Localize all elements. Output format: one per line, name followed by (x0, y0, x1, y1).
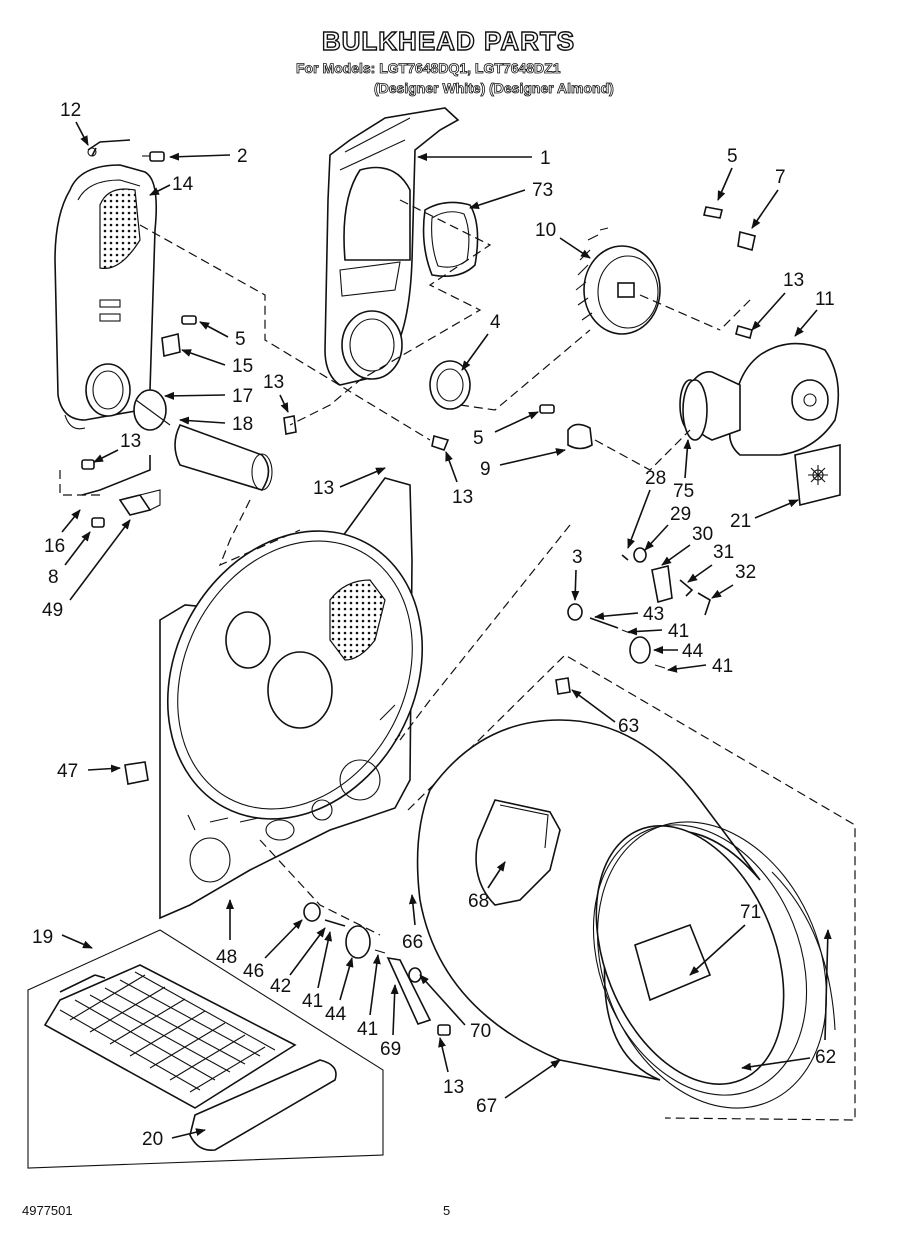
callout-31: 31 (713, 542, 734, 563)
bulkhead-plate-part-1 (324, 107, 460, 386)
callout-5-left: 5 (235, 329, 246, 350)
screw-part-13-center (431, 434, 450, 451)
callout-2: 2 (237, 146, 248, 167)
callout-21: 21 (730, 511, 751, 532)
callout-18: 18 (232, 414, 253, 435)
clip-part-7 (737, 230, 756, 252)
ring-part-4 (429, 360, 471, 410)
callout-30: 30 (692, 524, 713, 545)
shroud-part-14 (54, 164, 158, 430)
models-line: For Models: LGT7648DQ1, LGT7648DZ1 (296, 60, 561, 77)
callout-47: 47 (57, 761, 78, 782)
heater-duct-part-18 (174, 424, 273, 491)
screw-part-8 (91, 517, 105, 528)
roller-parts-bottom (303, 902, 451, 1036)
callout-41-b: 41 (712, 656, 733, 677)
callout-41-c: 41 (302, 991, 323, 1012)
callout-28: 28 (645, 468, 666, 489)
callout-19: 19 (32, 927, 53, 948)
callout-44-b: 44 (325, 1004, 347, 1025)
callout-48: 48 (216, 947, 237, 968)
bearing-part-9 (567, 423, 593, 450)
callout-13-left: 13 (120, 431, 141, 452)
callout-13-top: 13 (783, 270, 804, 291)
callout-29: 29 (670, 504, 691, 525)
callout-70: 70 (470, 1021, 491, 1042)
slide-part-47 (124, 761, 149, 785)
callouts: 12 2 14 1 73 5 7 10 13 11 4 5 15 17 13 1… (32, 100, 836, 1150)
front-bulkhead-part-48 (159, 477, 424, 920)
blower-wheel-part-10 (575, 227, 661, 335)
callout-20: 20 (142, 1129, 163, 1150)
callout-13-bottom: 13 (443, 1077, 464, 1098)
callout-8: 8 (48, 567, 59, 588)
callout-13-mid: 13 (263, 372, 284, 393)
bracket-part-15 (161, 333, 181, 357)
callout-66: 66 (402, 932, 423, 953)
callout-1: 1 (540, 148, 551, 169)
handle-part-20 (189, 1059, 337, 1152)
gasket-part-73 (422, 201, 479, 278)
callout-62: 62 (815, 1047, 836, 1068)
callout-3: 3 (572, 547, 583, 568)
callout-41-a: 41 (668, 621, 689, 642)
callout-68: 68 (468, 891, 489, 912)
screw-part-13-top (735, 325, 753, 339)
document-number: 4977501 (22, 1203, 73, 1218)
callout-69: 69 (380, 1039, 401, 1060)
screw-part-2 (142, 151, 165, 162)
callout-73: 73 (532, 180, 553, 201)
seal-part-75 (682, 379, 708, 441)
callout-12: 12 (60, 100, 81, 121)
callout-9: 9 (480, 459, 491, 480)
thermostat-part-49 (118, 489, 161, 516)
callout-16: 16 (44, 536, 65, 557)
callout-13-body: 13 (313, 478, 334, 499)
callout-67: 67 (476, 1096, 497, 1117)
callout-42: 42 (270, 976, 291, 997)
callout-43: 43 (643, 604, 664, 625)
callout-15: 15 (232, 356, 253, 377)
page-number: 5 (443, 1203, 451, 1218)
roller-parts-right (567, 547, 711, 669)
screw-part-5-center (539, 404, 555, 414)
callout-44-a: 44 (682, 641, 704, 662)
heater-tube-part-17 (133, 389, 171, 431)
baffle-part-68 (475, 799, 561, 906)
screw-part-5-left (181, 315, 197, 325)
callout-5-top: 5 (727, 146, 738, 167)
screw-part-5-top (703, 206, 723, 219)
callout-46: 46 (243, 961, 264, 982)
assembly-lines (59, 199, 751, 936)
screw-part-63 (555, 677, 571, 695)
clip-part-12 (87, 139, 131, 157)
callout-41-d: 41 (357, 1019, 378, 1040)
callout-11: 11 (815, 289, 835, 310)
page-title: BULKHEAD PARTS (321, 25, 576, 56)
callout-63: 63 (618, 716, 639, 737)
callout-4: 4 (490, 312, 501, 333)
callout-17: 17 (232, 386, 253, 407)
grille-part-19 (27, 929, 384, 1169)
drum-seal-part-62 (771, 871, 836, 1031)
callout-32: 32 (735, 562, 756, 583)
callout-7: 7 (775, 167, 786, 188)
callout-14: 14 (172, 174, 194, 195)
callout-75: 75 (673, 481, 694, 502)
callout-5-center: 5 (473, 428, 484, 449)
variants-line: (Designer White) (Designer Almond) (374, 80, 615, 97)
callout-71: 71 (740, 902, 761, 923)
baffle-part-71 (634, 923, 712, 1002)
callout-10: 10 (535, 220, 556, 241)
label-part-21 (794, 444, 841, 507)
bracket-part-16 (81, 455, 151, 496)
screw-part-13-left (81, 459, 95, 470)
callout-13-center: 13 (452, 487, 473, 508)
callout-49: 49 (42, 600, 63, 621)
